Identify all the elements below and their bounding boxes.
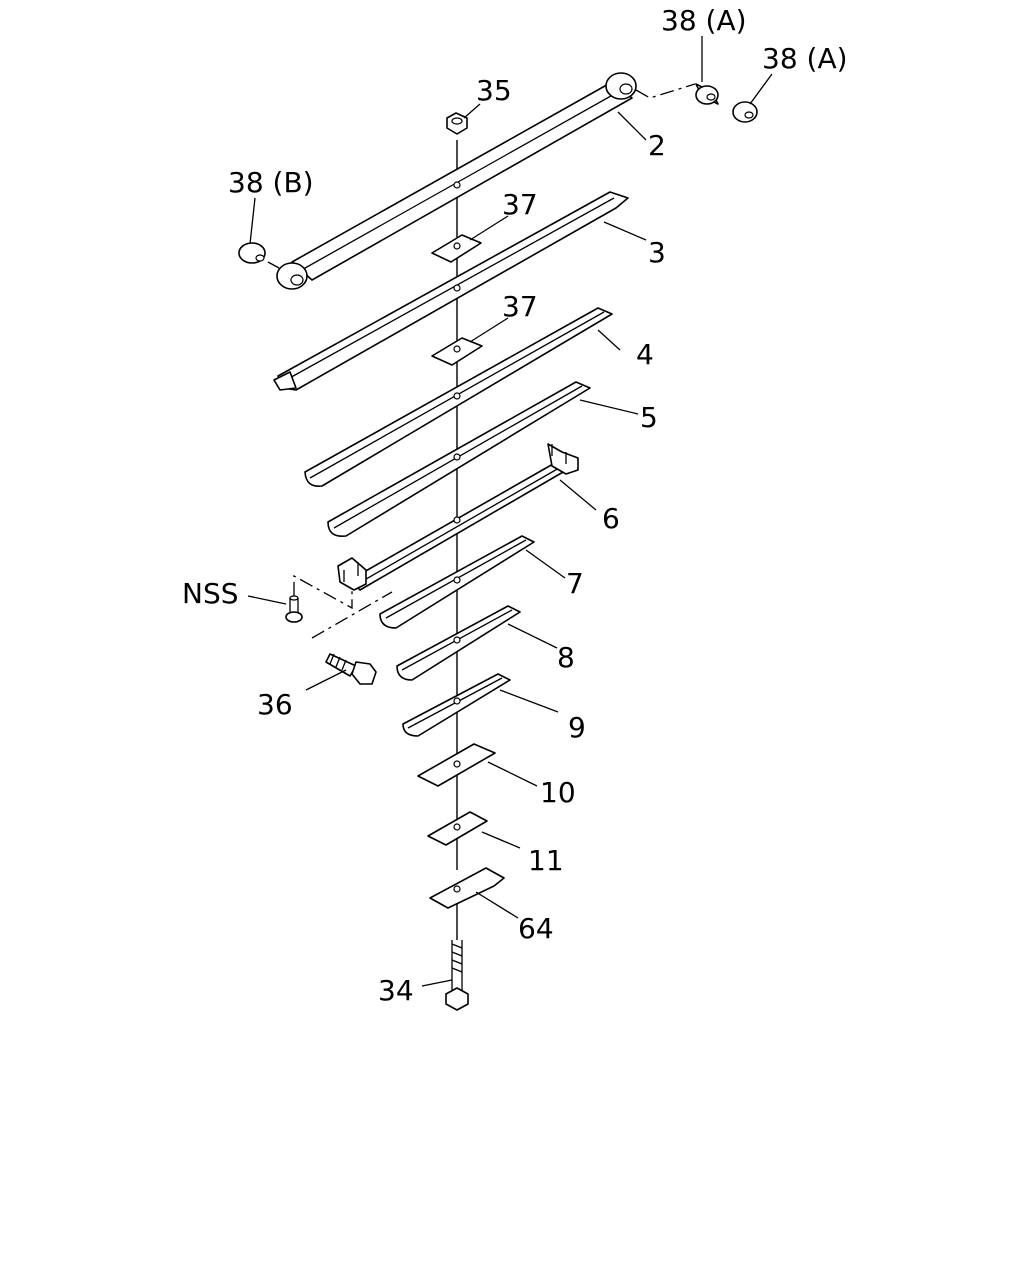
callout-36: 36 [257,688,293,721]
leader-lines [247,36,773,987]
callout-3: 3 [648,236,666,269]
leaf-part-6 [337,443,579,591]
callout-4: 4 [636,338,654,371]
plate-part-11 [427,811,488,846]
leaf-part-8 [396,605,521,681]
callout-38b: 38 (B) [228,166,314,199]
leaf-part-4 [304,307,613,488]
nut-part-35 [446,112,468,135]
plate-part-64 [429,867,505,909]
main-leaf-part-2 [276,72,637,290]
leaf-part-9 [402,673,511,737]
callout-37-upper: 37 [502,188,538,221]
callout-7: 7 [566,567,584,600]
callout-5: 5 [640,401,658,434]
callout-10: 10 [540,776,576,809]
callout-labels: 38 (A) 38 (A) 38 (B) 35 2 37 3 37 4 5 6 … [182,4,848,1007]
bushing-38a-lower [732,101,758,123]
nss-alignment-line [293,574,353,610]
bushing-38a-upper [695,83,719,105]
callout-9: 9 [568,711,586,744]
callout-8: 8 [557,641,575,674]
callout-37-lower: 37 [502,290,538,323]
callout-35: 35 [476,74,512,107]
bolt-alignment-line [311,591,393,639]
callout-64: 64 [518,912,554,945]
bushing-alignment-line [635,83,696,99]
plate-part-37-lower [431,337,483,366]
bushing-38b [238,242,280,269]
leaf-part-7 [379,535,535,629]
callout-38a-top: 38 (A) [661,4,747,37]
bolt-part-36 [325,653,377,685]
plate-part-37-upper [431,234,482,263]
callout-34: 34 [378,974,414,1007]
screw-nss [285,595,303,623]
callout-11: 11 [528,844,564,877]
leaf-part-3 [273,191,629,391]
center-bolt-part-34 [445,940,469,1011]
callout-nss: NSS [182,577,239,610]
callout-6: 6 [602,502,620,535]
plate-part-10 [417,743,496,787]
callout-38a-right: 38 (A) [762,42,848,75]
leaf-part-5 [327,381,591,538]
callout-2: 2 [648,129,666,162]
